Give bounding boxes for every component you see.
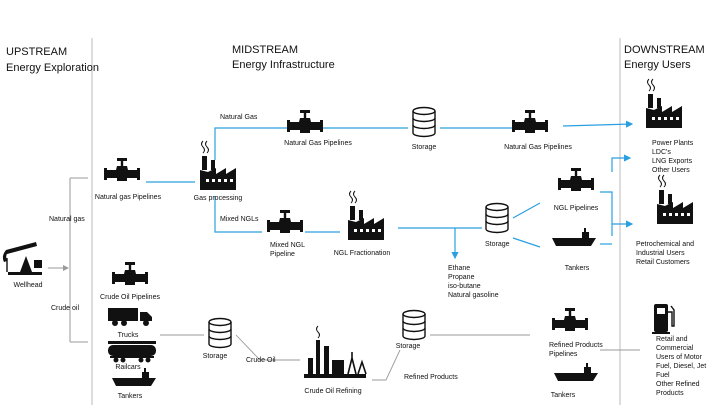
storage-ngl-label: Storage (485, 241, 510, 248)
natural-gas-pipelines-up-icon (104, 158, 140, 181)
storage-ngl-icon (485, 202, 509, 234)
gas-processing-label: Gas processing (193, 195, 243, 202)
fuel-pump-icon (652, 304, 675, 334)
refinery-icon (304, 325, 367, 378)
natural-gas-pipelines-down-icon (512, 110, 548, 133)
ngl-products-label: Ethane Propane iso-butane Natural gasoli… (448, 265, 499, 299)
storage-gas-label: Storage (411, 144, 437, 151)
natural-gas-branch-label: Natural gas (49, 216, 85, 223)
mixed-ngl-pipeline-icon (267, 210, 303, 233)
power-plant-factory-icon (645, 78, 683, 129)
gas-flow-lines (146, 120, 632, 260)
crude-oil-pipelines-label: Crude Oil Pipelines (100, 294, 160, 301)
storage-refined-label: Storage (395, 343, 421, 350)
storage-crude-icon (208, 317, 232, 349)
crude-oil-flow-label: Crude Oil (246, 357, 276, 364)
wellhead-split-connector (69, 177, 88, 343)
storage-crude-label: Storage (202, 353, 228, 360)
truck-icon (108, 308, 152, 326)
natural-gas-pipelines-down-label: Natural Gas Pipelines (504, 144, 572, 151)
midstream-title: MIDSTREAM (232, 44, 298, 56)
storage-refined-icon (402, 309, 426, 341)
gas-processing-icon (199, 140, 237, 191)
ngl-fractionation-icon (347, 190, 385, 241)
tanker-refined-icon (554, 363, 598, 381)
fuel-users-label: Retail and Commercial Users of Motor Fue… (656, 336, 707, 397)
mixed-ngls-flow-label: Mixed NGLs (220, 216, 259, 223)
natural-gas-flow-label: Natural Gas (220, 114, 258, 121)
midstream-subtitle: Energy Infrastructure (232, 59, 335, 71)
trucks-label: Trucks (117, 332, 139, 339)
natural-gas-pipelines-up-label: Natural gas Pipelines (94, 194, 162, 201)
oil-pump-jack-icon (2, 242, 42, 275)
natural-gas-pipelines-mid-icon (287, 110, 323, 133)
storage-gas-icon (412, 106, 436, 138)
refined-products-pipelines-icon (552, 308, 588, 331)
ngl-fractionation-label: NGL Fractionation (333, 250, 391, 257)
ngl-pipelines-icon (558, 168, 594, 191)
upstream-title: UPSTREAM (6, 46, 68, 58)
tanker-ngl-icon (552, 228, 596, 246)
petrochemical-users-label: Petrochemical and Industrial Users Retai… (636, 241, 694, 266)
crude-oil-pipelines-icon (112, 262, 148, 285)
upstream-subtitle: Energy Exploration (6, 62, 99, 74)
ngl-pipelines-label: NGL Pipelines (553, 205, 599, 212)
downstream-subtitle: Energy Users (624, 59, 691, 71)
tankers-crude-label: Tankers (117, 393, 143, 400)
tankers-refined-label: Tankers (550, 392, 576, 399)
crude-oil-refining-label: Crude Oil Refining (304, 388, 362, 395)
refined-products-pipelines-label: Refined Products Pipelines (549, 342, 603, 358)
power-users-label: Power Plants LDC's LNG Exports Other Use… (652, 140, 694, 174)
downstream-title: DOWNSTREAM (624, 44, 705, 56)
natural-gas-pipelines-mid-label: Natural Gas Pipelines (284, 140, 352, 147)
crude-oil-branch-label: Crude oil (51, 305, 80, 312)
mixed-ngl-pipeline-label: Mixed NGL Pipeline (270, 242, 306, 258)
crude-flow-lines (160, 334, 640, 381)
refined-products-flow-label: Refined Products (404, 374, 458, 381)
tankers-ngl-label: Tankers (564, 265, 590, 272)
railcar-icon (108, 341, 156, 363)
petrochemical-factory-icon (656, 174, 694, 225)
railcars-label: Railcars (115, 364, 141, 371)
wellhead-label: Wellhead (13, 282, 43, 289)
